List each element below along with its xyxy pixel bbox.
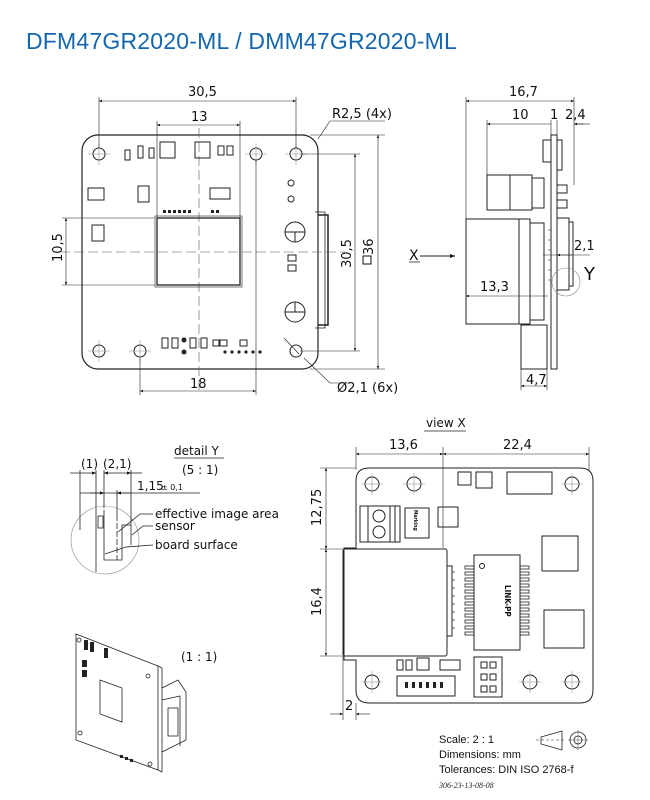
- dim-1: 1: [550, 108, 558, 123]
- info-scale: Scale: 2 : 1: [439, 734, 495, 746]
- terminal-block: [359, 505, 401, 543]
- mounting-holes: [92, 147, 303, 358]
- lens-housing: [465, 218, 520, 325]
- view-x-holes: [364, 476, 580, 690]
- dim-hole-spacing-v: 30,5: [340, 239, 355, 268]
- dim-12-75: 12,75: [310, 489, 325, 526]
- linkpp-chip: [473, 554, 521, 651]
- detail-y-label: Y: [583, 264, 596, 285]
- detail-y-scale: (5 : 1): [182, 463, 218, 477]
- dim-16-4: 16,4: [310, 587, 325, 616]
- dim-width: 30,5: [188, 85, 217, 100]
- dim-2-1: 2,1: [574, 239, 595, 254]
- dim-10: 10: [512, 108, 529, 123]
- view-x: [342, 467, 594, 704]
- detail-y-title: detail Y: [174, 444, 220, 458]
- dim-13-3: 13,3: [480, 280, 509, 295]
- dim-13-6: 13,6: [389, 438, 418, 453]
- view-x-arrow-label: X: [409, 248, 419, 264]
- dim-2: 2: [345, 699, 353, 714]
- dim-total-depth: 16,7: [509, 85, 538, 100]
- dim-corner-radius: R2,5 (4x): [332, 107, 392, 122]
- bottom-connector: [396, 675, 456, 697]
- isometric-view: [75, 633, 187, 773]
- detail-dim-1-15: 1,15: [137, 479, 164, 493]
- dim-sensor-width: 13: [191, 110, 208, 125]
- dim-board-size: 36: [362, 238, 377, 265]
- side-view: [465, 134, 581, 370]
- rj45-block: [520, 324, 548, 370]
- detail-dim-1: (1): [81, 457, 98, 471]
- linkpp-label: LINK-PP: [503, 585, 512, 617]
- detail-tolerance: ± 0,1: [161, 483, 183, 492]
- rj45-housing: [342, 548, 448, 657]
- dim-4-7: 4,7: [526, 373, 547, 388]
- info-dimensions: Dimensions: mm: [439, 749, 521, 761]
- fpc-connector: [506, 471, 553, 495]
- detail-dim-2-1: (2,1): [103, 457, 131, 471]
- dim-bottom: 18: [190, 377, 207, 392]
- drawing-code: 306-23-13-08-08: [439, 781, 494, 790]
- view-x-title: view X: [426, 416, 466, 430]
- label-board-surface: board surface: [155, 538, 238, 552]
- detail-y: [70, 470, 200, 575]
- sensor-chip: [156, 217, 241, 286]
- iso-scale: (1 : 1): [181, 650, 217, 664]
- view-x-board-outline: [343, 467, 594, 704]
- label-effective-image-area: effective image area: [155, 507, 279, 521]
- dim-2-4: 2,4: [565, 108, 586, 123]
- pcb-edge: [550, 134, 558, 370]
- dim-hole-diameter: Ø2,1 (6x): [337, 381, 398, 396]
- svg-text:36: 36: [362, 238, 377, 255]
- dim-22-4: 22,4: [503, 438, 532, 453]
- info-tolerances: Tolerances: DIN ISO 2768-f: [439, 764, 574, 776]
- front-view: [60, 128, 345, 390]
- projection-symbol-icon: [536, 730, 588, 751]
- connector-bracket: [318, 214, 329, 326]
- page-title: DFM47GR2020-ML / DMM47GR2020-ML: [26, 28, 457, 54]
- dim-sensor-height: 10,5: [51, 233, 66, 262]
- label-sensor: sensor: [155, 519, 195, 533]
- marking-label: Marking: [412, 510, 418, 531]
